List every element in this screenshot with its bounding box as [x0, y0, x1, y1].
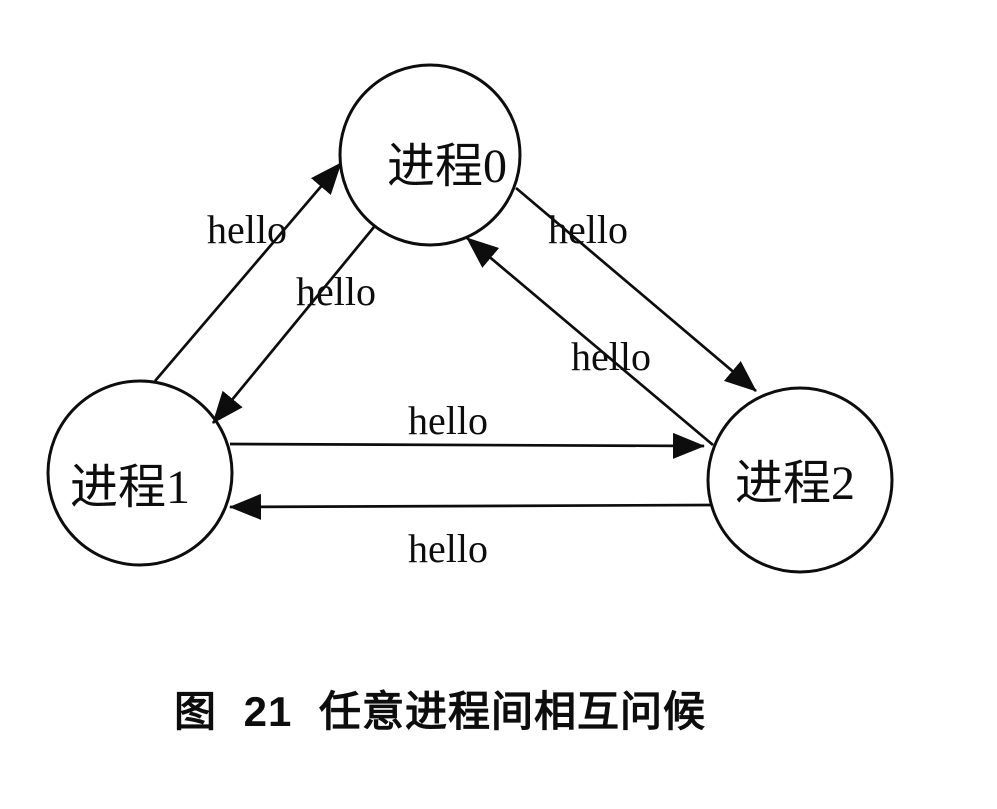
- node-process-0-circle: [338, 63, 522, 247]
- node-process-1-label: 进程1: [70, 461, 190, 514]
- edge-label-p2-to-p1: hello: [408, 526, 488, 571]
- edge-label-p2-to-p0: hello: [571, 334, 651, 379]
- figure-caption: 图 21 任意进程间相互问候: [173, 688, 707, 735]
- edge-label-p0-to-p1: hello: [296, 269, 376, 314]
- edge-process1-to-process2-arrow: [229, 432, 705, 459]
- node-process-0-label: 进程0: [387, 140, 507, 193]
- node-process-2-circle: [706, 386, 894, 574]
- edge-process0-to-process1-arrow: [211, 226, 376, 424]
- edge-label-p0-to-p2: hello: [548, 207, 628, 252]
- edge-label-p1-to-p2: hello: [408, 398, 488, 443]
- edge-process1-to-process0-arrow: [153, 162, 343, 382]
- edge-process2-to-process1-arrow: [229, 493, 713, 520]
- edge-process0-to-process2-arrow: [515, 186, 757, 393]
- node-process-2-label: 进程2: [735, 457, 855, 510]
- edge-label-p1-to-p0: hello: [207, 207, 287, 252]
- edge-process2-to-process0-arrow: [466, 236, 714, 447]
- node-process-1-circle: [46, 379, 234, 567]
